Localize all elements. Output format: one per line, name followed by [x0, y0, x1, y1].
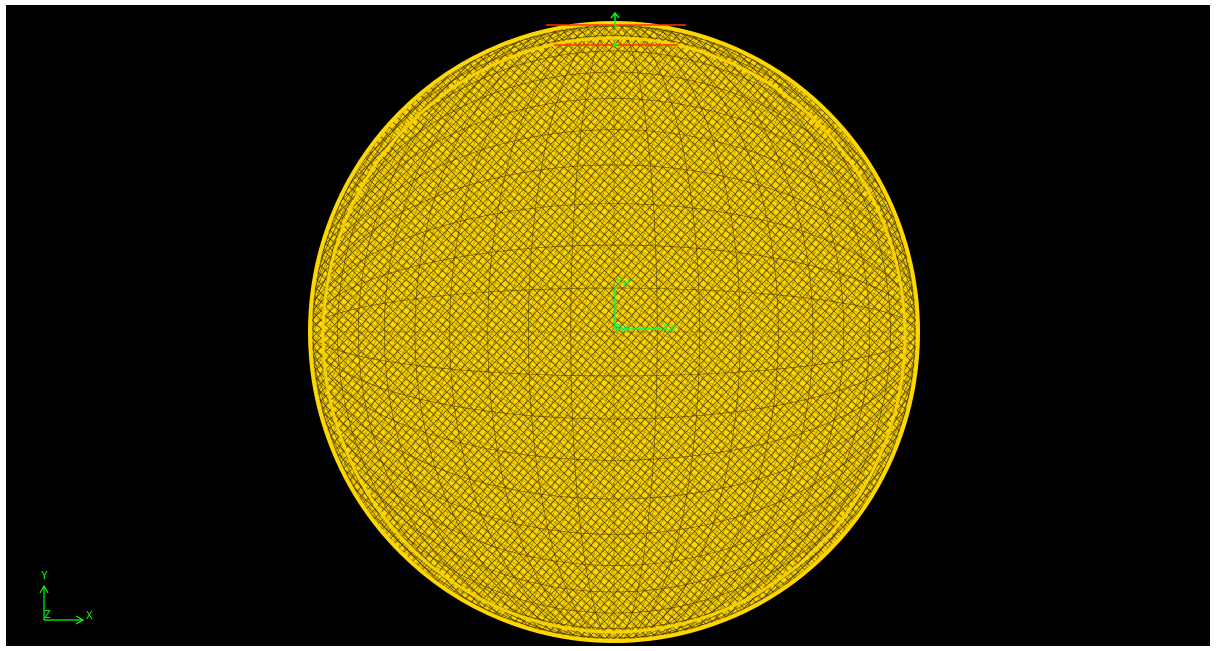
mesh-meridian: [487, 23, 741, 641]
sphere-outer-boundary: [308, 21, 920, 643]
local-coordinate-system[interactable]: Yw Xw Zw: [614, 275, 676, 335]
mesh-meridian: [449, 23, 779, 641]
mesh-canvas[interactable]: Yw Xw Zw Y X Z: [6, 5, 1210, 646]
mesh-detail-layer: [310, 23, 918, 641]
local-csys-y-label: Yw: [616, 275, 630, 288]
triad-y-label: Y: [41, 569, 48, 582]
local-csys-x-label: Xw: [662, 321, 676, 334]
mesh-meridian: [383, 23, 845, 641]
mesh-meridian: [414, 23, 814, 641]
triad-z-label: Z: [44, 608, 51, 621]
mesh-meridian: [357, 23, 871, 641]
mesh-meridian: [312, 23, 916, 641]
top-node-marker[interactable]: [610, 11, 620, 47]
mesh-parallel: [310, 244, 918, 420]
sphere-inner-ring: [321, 36, 907, 634]
mesh-parallel: [310, 71, 918, 593]
graphics-viewport[interactable]: Yw Xw Zw Y X Z: [6, 5, 1210, 646]
mesh-parallel: [310, 25, 918, 639]
mesh-parallel: [310, 164, 918, 500]
mesh-meridian: [570, 23, 658, 641]
mesh-parallel: [310, 287, 918, 377]
mesh-parallel: [310, 50, 918, 614]
mesh-parallel: [310, 203, 918, 461]
triad-x-label: X: [86, 609, 93, 622]
mesh-meridian: [528, 23, 700, 641]
mesh-parallel: [310, 129, 918, 535]
mesh-parallel: [310, 98, 918, 566]
mesh-meridian: [337, 23, 891, 641]
view-orientation-triad: Y X Z: [39, 569, 93, 625]
mesh-parallel: [310, 35, 918, 629]
local-csys-origin-label: Zw: [614, 322, 628, 335]
